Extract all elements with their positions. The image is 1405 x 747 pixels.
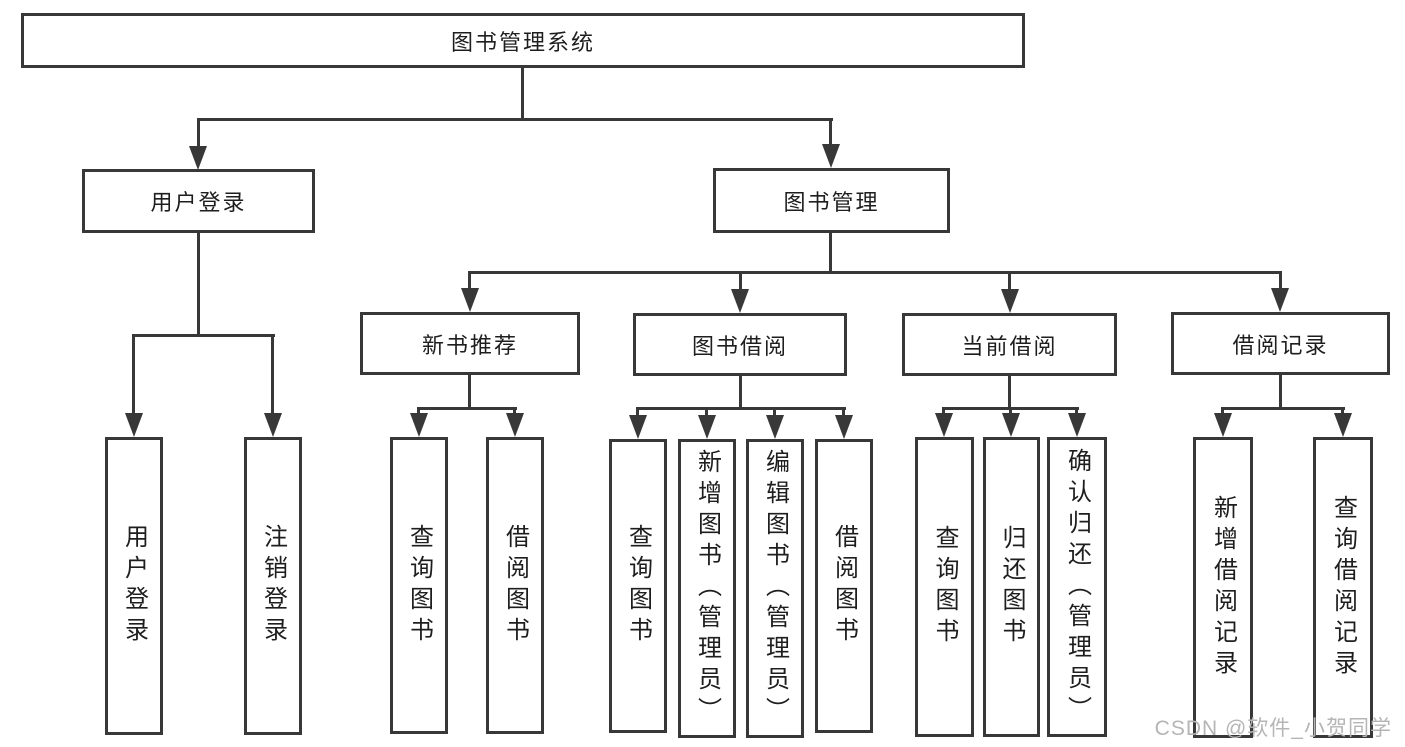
- node-library-system: 图书管理系统: [21, 13, 1025, 68]
- leaf-confirm-return-admin: 确认归还（管理员）: [1047, 437, 1107, 737]
- connector-current-stem: [1008, 374, 1011, 409]
- connector-recommend-drop-1: [417, 407, 420, 417]
- connector-bookmgmt-drop-2: [739, 271, 742, 293]
- connector-bookmgmt-drop-1: [468, 271, 471, 292]
- node-current-borrow-label: 当前借阅: [961, 333, 1058, 359]
- leaf-user-login: 用户登录: [105, 437, 163, 735]
- connector-recommend-drop-2: [513, 407, 516, 417]
- leaf-borrow-books-label: 借阅图书: [830, 524, 858, 648]
- arrowhead-icon: [410, 413, 428, 437]
- node-book-borrow-label: 图书借阅: [691, 333, 788, 359]
- connector-userlogin-drop-1: [132, 334, 135, 417]
- connector-userlogin-stem: [197, 231, 200, 337]
- leaf-confirm-return-admin-label: 确认归还（管理员）: [1063, 447, 1091, 727]
- leaf-logout: 注销登录: [244, 437, 302, 735]
- leaf-user-login-label: 用户登录: [120, 524, 148, 648]
- arrowhead-icon: [506, 413, 524, 437]
- leaf-borrow-query-books-label: 查询图书: [624, 524, 652, 648]
- leaf-add-borrow-record: 新增借阅记录: [1193, 437, 1253, 738]
- arrowhead-icon: [461, 288, 479, 312]
- connector-borrow-bar: [636, 407, 846, 410]
- connector-bookmgmt-drop-4: [1279, 271, 1282, 292]
- leaf-add-borrow-record-label: 新增借阅记录: [1209, 494, 1237, 681]
- connector-borrow-drop-2: [705, 407, 708, 419]
- leaf-rec-query-books: 查询图书: [390, 437, 448, 734]
- leaf-current-query-books-label: 查询图书: [931, 525, 958, 649]
- leaf-rec-borrow-books: 借阅图书: [486, 437, 544, 734]
- leaf-logout-label: 注销登录: [259, 524, 287, 648]
- connector-current-drop-1: [942, 407, 945, 417]
- connector-recommend-stem: [468, 373, 471, 409]
- arrowhead-icon: [189, 146, 207, 170]
- connector-records-drop-1: [1221, 407, 1224, 417]
- arrowhead-icon: [125, 413, 143, 437]
- leaf-return-books-label: 归还图书: [998, 525, 1025, 649]
- connector-borrow-stem: [739, 374, 742, 409]
- node-user-login-label: 用户登录: [150, 190, 247, 215]
- leaf-rec-borrow-books-label: 借阅图书: [501, 523, 529, 648]
- arrowhead-icon: [766, 415, 784, 439]
- connector-root-drop-left: [197, 118, 200, 150]
- arrowhead-icon: [822, 144, 840, 168]
- node-book-borrow: 图书借阅: [633, 313, 847, 376]
- connector-records-bar: [1221, 407, 1345, 410]
- leaf-query-borrow-record-label: 查询借阅记录: [1329, 494, 1357, 681]
- node-book-management-label: 图书管理: [783, 189, 880, 215]
- connector-records-stem: [1279, 373, 1282, 409]
- leaf-rec-query-books-label: 查询图书: [405, 523, 433, 648]
- connector-recommend-bar: [417, 407, 517, 410]
- node-new-book-recommend-label: 新书推荐: [421, 332, 518, 358]
- connector-borrow-drop-1: [636, 407, 639, 419]
- arrowhead-icon: [731, 289, 749, 313]
- node-library-system-label: 图书管理系统: [450, 29, 595, 55]
- leaf-query-borrow-record: 查询借阅记录: [1313, 437, 1373, 738]
- leaf-current-query-books: 查询图书: [915, 437, 974, 737]
- arrowhead-icon: [835, 415, 853, 439]
- leaf-borrow-books: 借阅图书: [815, 439, 873, 733]
- connector-userlogin-bar: [132, 334, 275, 337]
- arrowhead-icon: [629, 415, 647, 439]
- arrowhead-icon: [264, 413, 282, 437]
- connector-userlogin-drop-2: [271, 334, 274, 417]
- arrowhead-icon: [1068, 413, 1086, 437]
- connector-root-stem: [521, 67, 524, 120]
- connector-current-drop-2: [1009, 407, 1012, 417]
- arrowhead-icon: [698, 415, 716, 439]
- leaf-borrow-query-books: 查询图书: [609, 439, 667, 733]
- arrowhead-icon: [1334, 413, 1352, 437]
- leaf-edit-books-admin-label: 编辑图书（管理员）: [761, 449, 789, 728]
- node-new-book-recommend: 新书推荐: [360, 312, 580, 375]
- leaf-return-books: 归还图书: [983, 437, 1040, 737]
- arrowhead-icon: [935, 413, 953, 437]
- connector-root-bar: [197, 118, 833, 121]
- connector-borrow-drop-4: [842, 407, 845, 419]
- arrowhead-icon: [1002, 413, 1020, 437]
- node-borrow-records: 借阅记录: [1171, 312, 1390, 375]
- csdn-watermark: CSDN @软件_小贺同学: [1154, 717, 1392, 740]
- arrowhead-icon: [1001, 289, 1019, 313]
- node-user-login: 用户登录: [82, 169, 315, 233]
- leaf-edit-books-admin: 编辑图书（管理员）: [746, 439, 804, 738]
- leaf-add-books-admin-label: 新增图书（管理员）: [693, 449, 721, 728]
- connector-root-drop-right: [829, 118, 832, 148]
- connector-records-drop-2: [1341, 407, 1344, 417]
- connector-current-drop-3: [1075, 407, 1078, 417]
- arrowhead-icon: [1214, 413, 1232, 437]
- arrowhead-icon: [1271, 288, 1289, 312]
- connector-bookmgmt-stem: [829, 231, 832, 274]
- connector-bookmgmt-bar: [468, 271, 1282, 274]
- connector-bookmgmt-drop-3: [1008, 271, 1011, 293]
- leaf-add-books-admin: 新增图书（管理员）: [678, 439, 736, 738]
- connector-borrow-drop-3: [773, 407, 776, 419]
- node-borrow-records-label: 借阅记录: [1232, 332, 1329, 358]
- node-book-management: 图书管理: [713, 168, 950, 233]
- node-current-borrow: 当前借阅: [902, 313, 1117, 376]
